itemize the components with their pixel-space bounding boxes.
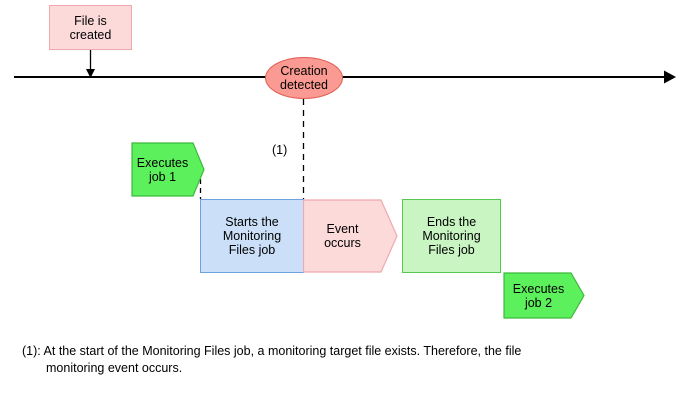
node-starts-monitoring-files-job: Starts the Monitoring Files job [200,199,304,273]
file-created-connector-arrow [86,50,95,78]
footnote-prefix: (1): [22,344,41,358]
node-creation-detected: Creation detected [265,57,343,99]
footnote-text: (1): At the start of the Monitoring File… [22,343,642,377]
footnote-marker: (1) [272,143,288,157]
node-executes-job-1: Executes job 1 [131,142,205,197]
node-ends-monitoring-files-job: Ends the Monitoring Files job [402,199,501,273]
node-file-created-label: File is created [69,13,112,42]
node-ends-monitoring-files-job-label: Ends the Monitoring Files job [422,215,481,257]
node-executes-job-1-label: Executes job 1 [136,155,189,184]
node-event-occurs-label: Event occurs [324,222,361,250]
node-executes-job-2-label: Executes job 2 [512,281,565,310]
node-event-occurs: Event occurs [303,199,398,273]
time-axis [14,70,676,84]
pentagon-shape [131,142,205,197]
node-starts-monitoring-files-job-label: Starts the Monitoring Files job [222,215,282,257]
pentagon-shape [503,272,585,319]
node-file-created: File is created [49,5,132,50]
footnote-line-1: At the start of the Monitoring Files job… [43,344,522,358]
pentagon-shape [303,199,398,273]
footnote-line-2: monitoring event occurs. [46,361,183,375]
node-creation-detected-label: Creation detected [280,64,328,92]
node-executes-job-2: Executes job 2 [503,272,585,319]
